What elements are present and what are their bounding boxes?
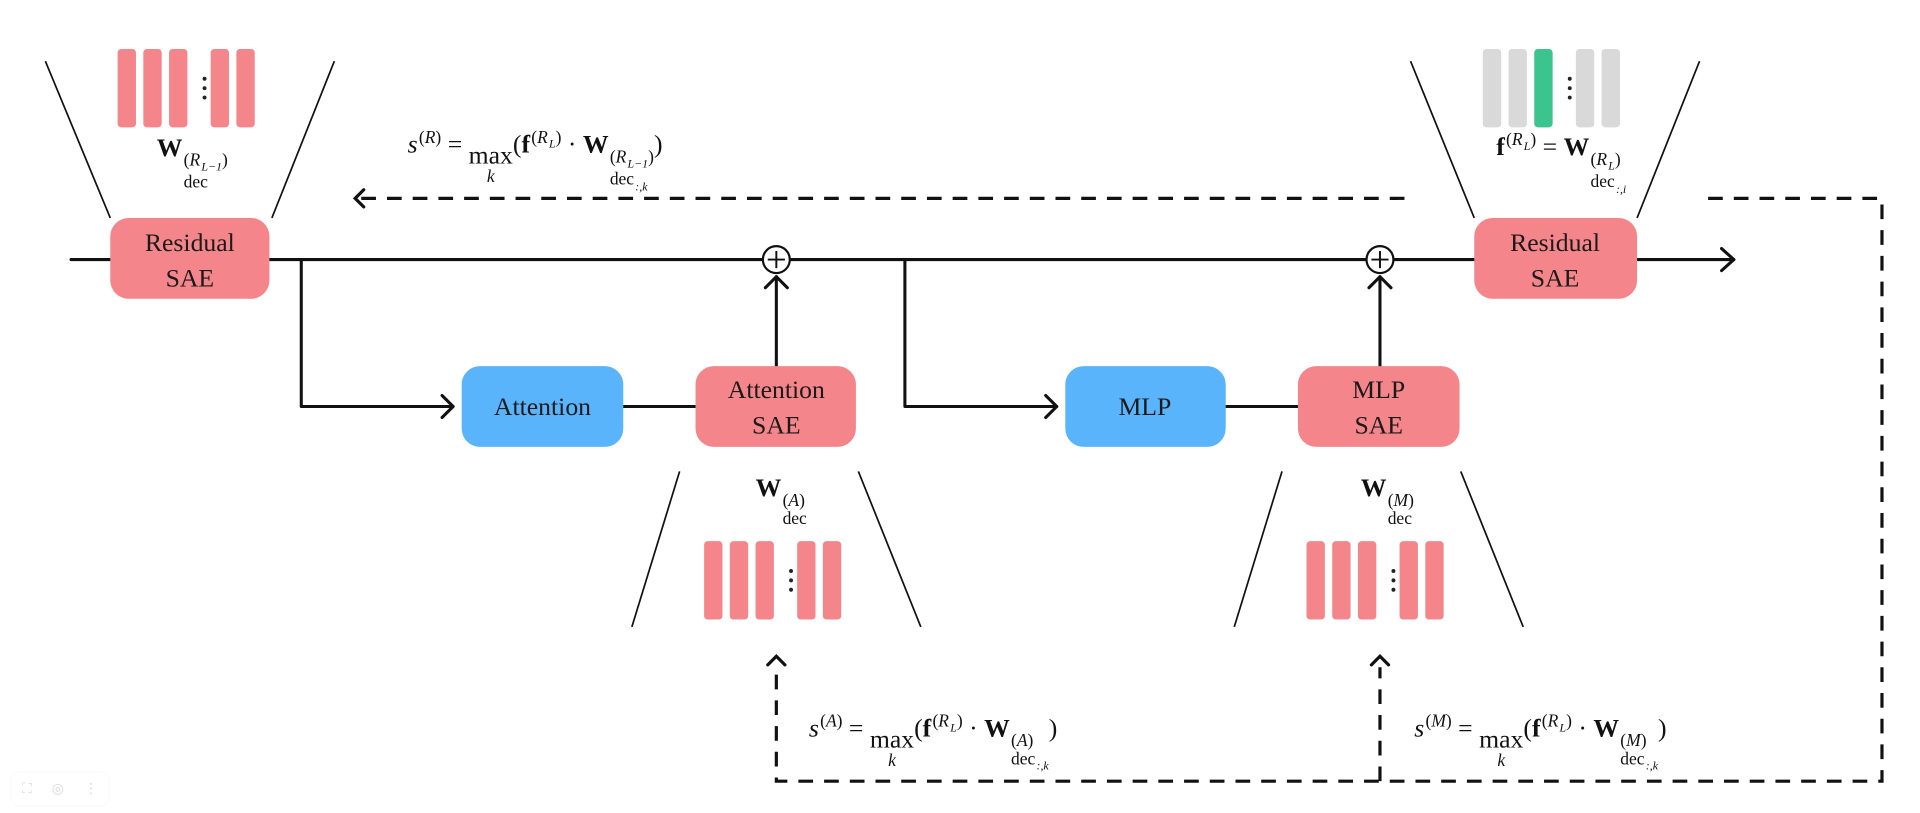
decoder-column: [1482, 48, 1502, 128]
ellipsis-dot: [1391, 578, 1396, 583]
funnel-edge: [271, 60, 336, 219]
attention-sae-up-arrowhead: [763, 275, 789, 290]
score-residual-arrowhead: [352, 188, 366, 209]
ellipsis-dot: [202, 76, 207, 81]
more-icon[interactable]: ⋮: [83, 781, 98, 797]
ellipsis-dot: [789, 569, 793, 573]
decoder-column: [1601, 48, 1620, 128]
funnel-edge: [1233, 471, 1283, 628]
box-label: Residual: [1510, 228, 1600, 257]
score-attention-arrowhead: [766, 654, 787, 667]
residual-stream-arrowhead: [1720, 247, 1736, 273]
attention-sae-box[interactable]: Attention SAE: [695, 366, 856, 447]
decoder-column: [169, 48, 188, 128]
box-label: SAE: [1354, 410, 1403, 439]
funnel-edge: [1459, 471, 1525, 628]
decoder-column: [1332, 541, 1351, 620]
decoder-columns-residual-input: [117, 48, 255, 128]
decoder-column: [1508, 48, 1527, 128]
ellipsis-dot: [202, 95, 207, 100]
box-label: SAE: [166, 264, 215, 293]
decoder-columns-mlp: [1306, 541, 1444, 620]
attention-branch-line: [299, 258, 455, 409]
box-label: MLP: [1118, 392, 1171, 421]
mlp-branch-line: [903, 258, 1059, 409]
box-label: SAE: [1531, 264, 1580, 293]
decoder-column: [1425, 541, 1444, 620]
decoder-column: [236, 48, 255, 128]
decoder-column: [797, 541, 816, 620]
ellipsis-dot: [789, 578, 793, 583]
decoder-column: [1357, 541, 1377, 620]
active-feature-column: [1534, 48, 1553, 128]
residual-sae-input-box[interactable]: Residual SAE: [110, 217, 270, 299]
mlp-sae-box[interactable]: MLP SAE: [1297, 366, 1460, 447]
box-label: MLP: [1352, 375, 1405, 404]
decoder-column: [822, 541, 842, 620]
funnel-edge: [1409, 60, 1476, 219]
camera-icon[interactable]: ◎: [51, 781, 64, 797]
add-node-mlp: [1365, 245, 1395, 275]
ellipsis-dot: [1391, 587, 1396, 592]
ellipsis-dot: [1567, 86, 1572, 91]
score-mlp-arrowhead: [1369, 654, 1391, 667]
select-icon[interactable]: ⛶: [21, 781, 32, 797]
attention-box[interactable]: Attention: [461, 366, 624, 447]
attention-branch-arrowhead: [440, 393, 455, 420]
decoder-column: [1399, 541, 1418, 620]
funnel-edge: [44, 60, 112, 219]
decoder-column: [117, 48, 136, 128]
decoder-columns-residual-output: [1482, 48, 1620, 128]
funnel-edge: [857, 471, 922, 628]
ellipsis-dot: [1391, 569, 1396, 573]
box-label: Residual: [145, 228, 235, 257]
mlp-sae-up-arrowhead: [1367, 275, 1393, 290]
decoder-column: [704, 541, 723, 620]
feedback-dashed-line: [774, 196, 1884, 783]
ellipsis-dot: [789, 587, 793, 592]
decoder-column: [755, 541, 774, 620]
residual-sae-output-box[interactable]: Residual SAE: [1474, 217, 1638, 299]
mlp-box[interactable]: MLP: [1065, 366, 1226, 447]
decoder-column: [143, 48, 162, 128]
funnel-edge: [1636, 60, 1701, 219]
decoder-column: [210, 48, 230, 128]
box-label: SAE: [752, 410, 801, 439]
decoder-column: [1575, 48, 1595, 128]
decoder-column: [1306, 541, 1325, 620]
decoder-columns-attention: [704, 541, 842, 620]
add-node-attention: [761, 245, 791, 275]
ellipsis-dot: [1567, 95, 1572, 100]
ellipsis-dot: [1567, 76, 1572, 81]
decoder-column: [729, 541, 749, 620]
box-label: Attention: [494, 392, 591, 421]
viewer-toolbar: ⛶ ◎ ⋮: [12, 773, 108, 805]
box-label: Attention: [728, 375, 825, 404]
mlp-branch-arrowhead: [1044, 393, 1059, 420]
ellipsis-dot: [202, 86, 207, 91]
funnel-edge: [631, 471, 681, 628]
